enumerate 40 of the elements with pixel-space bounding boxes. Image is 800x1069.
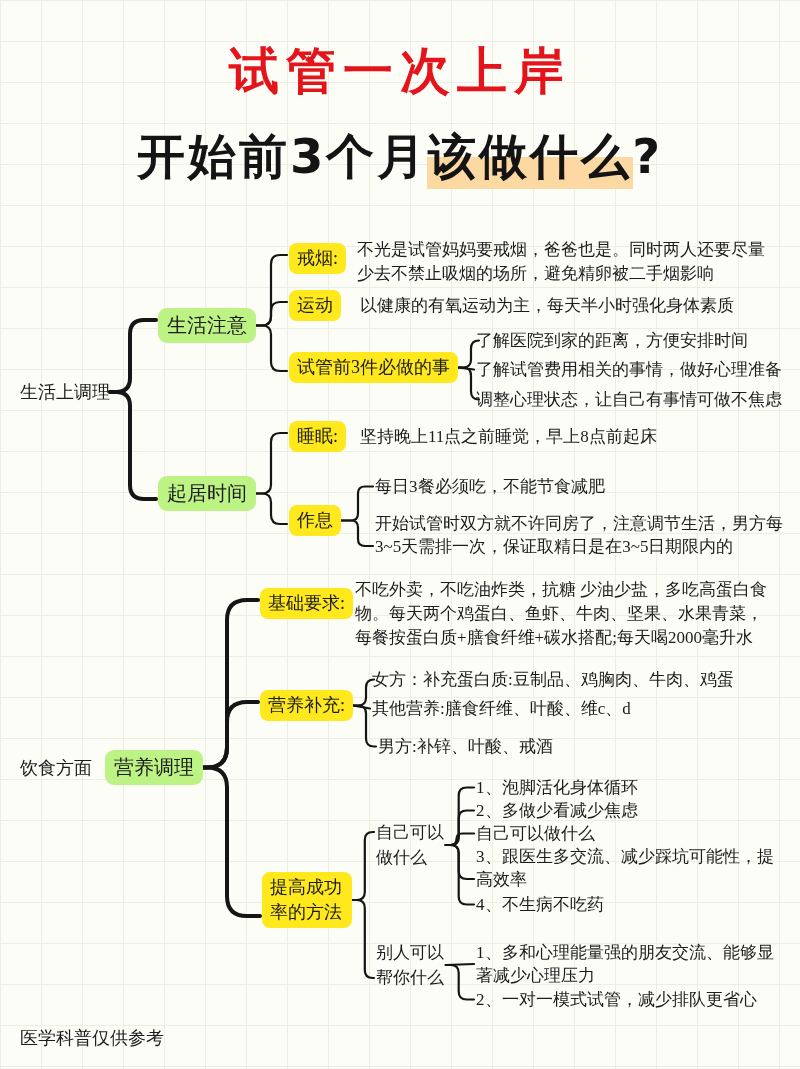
list-item-text: 2、一对一模式试管，减少排队更省心 bbox=[476, 988, 757, 1011]
branch-text: 自己可以做什么 bbox=[376, 820, 446, 870]
list-item-text: 其他营养:膳食纤维、叶酸、维c、d bbox=[372, 697, 631, 720]
list-item-text: 女方：补充蛋白质:豆制品、鸡胸肉、牛肉、鸡蛋 bbox=[372, 668, 734, 691]
subtopic-tag: 营养补充: bbox=[260, 690, 353, 721]
topic-pill: 生活注意 bbox=[158, 308, 256, 343]
branch-text: 别人可以帮你什么 bbox=[376, 940, 446, 990]
bracket-connector bbox=[108, 390, 158, 501]
subtopic-tag: 睡眠: bbox=[289, 421, 346, 452]
list-item-text: 2、多做少看减少焦虑 bbox=[476, 799, 638, 822]
list-item-text: 调整心理状态，让自己有事情可做不焦虑 bbox=[476, 388, 782, 411]
subtopic-tag: 提高成功率的方法 bbox=[262, 872, 352, 928]
topic-pill: 起居时间 bbox=[158, 476, 256, 511]
bracket-connector bbox=[201, 765, 262, 918]
list-item-text: 男方:补锌、叶酸、戒酒 bbox=[378, 735, 553, 758]
disclaimer-text: 医学科普仅供参考 bbox=[20, 1027, 164, 1050]
list-item-text: 4、不生病不吃药 bbox=[476, 893, 604, 916]
description-text: 不光是试管妈妈要戒烟，爸爸也是。同时两人还要尽量少去不禁止吸烟的场所，避免精卵被二手烟影响 bbox=[357, 239, 766, 285]
list-item-text: 1、多和心理能量强的朋友交流、能够显著减少心理压力 bbox=[476, 941, 784, 987]
root-topic-text: 生活上调理 bbox=[20, 379, 110, 405]
description-text: 以健康的有氧运动为主，每天半小时强化身体素质 bbox=[360, 295, 734, 317]
list-item-text: 1、泡脚活化身体循环 bbox=[476, 776, 638, 799]
bracket-connector bbox=[456, 366, 481, 401]
list-item-text: 开始试管时双方就不许同房了，注意调节生活，男方每3~5天需排一次，保证取精日是在3~5日期限内的 bbox=[375, 512, 787, 558]
subtopic-tag: 基础要求: bbox=[260, 588, 353, 619]
description-text: 坚持晚上11点之前睡觉，早上8点前起床 bbox=[360, 426, 657, 448]
list-item-text: 了解医院到家的距离，方便安排时间 bbox=[476, 329, 748, 352]
subtopic-tag: 作息 bbox=[289, 505, 341, 536]
subtopic-tag: 戒烟: bbox=[289, 243, 346, 274]
subtopic-tag: 运动 bbox=[289, 290, 341, 321]
list-item-text: 每日3餐必须吃，不能节食减肥 bbox=[375, 475, 605, 498]
description-text: 不吃外卖，不吃油炸类，抗糖 少油少盐，多吃高蛋白食物。每天两个鸡蛋白、鱼虾、牛肉、坚果、水果青菜，每餐按蛋白质+膳食纤维+碳水搭配;每天喝2000毫升水 bbox=[355, 579, 769, 649]
list-item-text: 3、跟医生多交流、减少踩坑可能性，提高效率 bbox=[476, 845, 784, 891]
list-item-text: 自己可以做什么 bbox=[476, 822, 595, 845]
section-label: 饮食方面 bbox=[20, 757, 92, 780]
subtopic-tag: 试管前3件必做的事 bbox=[289, 352, 458, 383]
list-item-text: 了解试管费用相关的事情，做好心理准备 bbox=[476, 358, 782, 381]
bracket-connector bbox=[350, 898, 376, 980]
title-text: 试管一次上岸 bbox=[229, 41, 571, 102]
topic-pill: 营养调理 bbox=[105, 750, 203, 785]
